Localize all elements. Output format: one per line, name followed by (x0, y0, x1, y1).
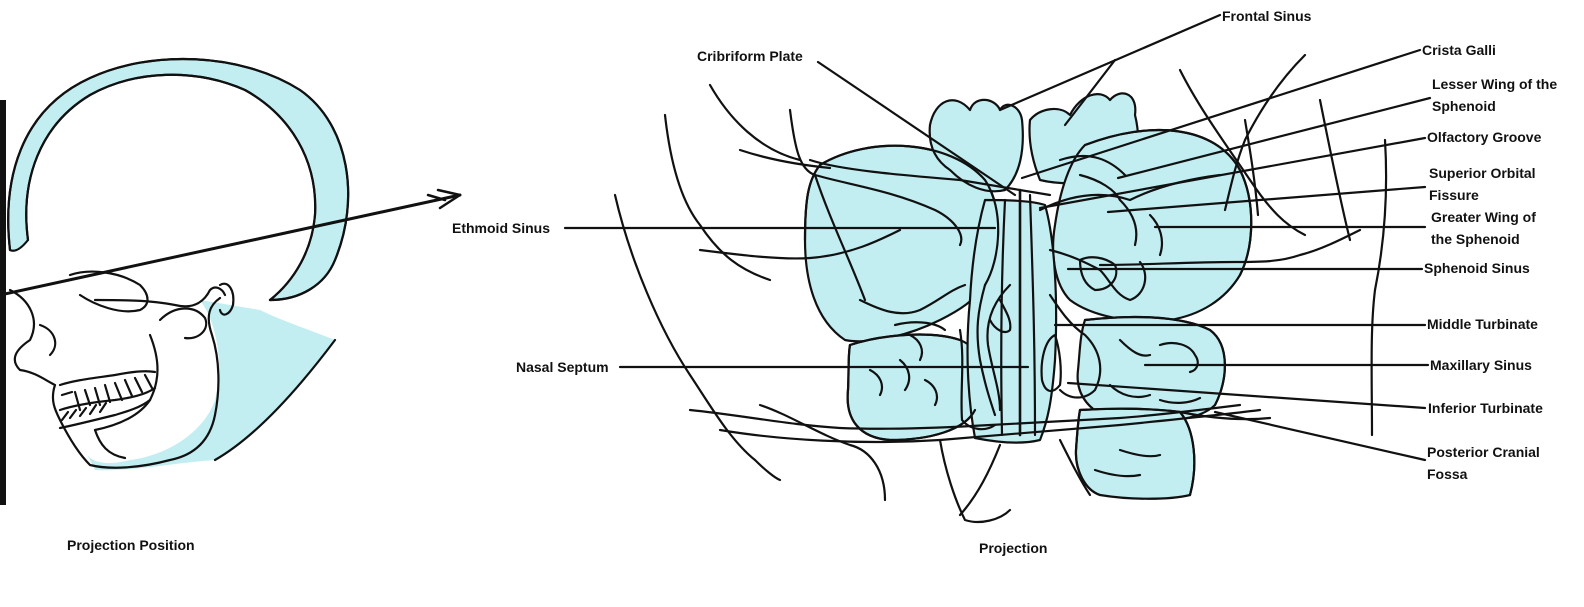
frontal-left-fill (928, 98, 1024, 193)
left-edge-bar (0, 100, 6, 505)
neck-fill (85, 300, 335, 471)
leader-olfactory-groove (1038, 136, 1427, 210)
label-posterior-fossa-1: Posterior Cranial (1427, 444, 1540, 460)
label-greater-wing-1: Greater Wing of (1431, 209, 1536, 225)
caption-projection: Projection (979, 540, 1048, 556)
label-inferior-turbinate: Inferior Turbinate (1428, 400, 1543, 416)
septum-fill (966, 198, 1058, 444)
skull-profile (0, 57, 462, 471)
leader-lines (563, 13, 1432, 462)
leader-crista-galli (1020, 48, 1422, 180)
projection-ray (0, 193, 462, 297)
label-superior-orbital-1: Superior Orbital (1429, 165, 1536, 181)
label-maxillary-sinus: Maxillary Sinus (1430, 357, 1532, 373)
label-lesser-wing-1: Lesser Wing of the (1432, 76, 1558, 92)
label-greater-wing-2: the Sphenoid (1431, 231, 1520, 247)
caption-projection-position: Projection Position (67, 537, 195, 553)
label-sphenoid-sinus: Sphenoid Sinus (1424, 260, 1530, 276)
skull-cap-band (7, 57, 350, 302)
label-cribriform-plate: Cribriform Plate (697, 48, 803, 64)
leader-superior-orbital (1106, 185, 1427, 214)
label-middle-turbinate: Middle Turbinate (1427, 316, 1538, 332)
leader-lesser-wing (1116, 96, 1432, 180)
label-superior-orbital-2: Fissure (1429, 187, 1479, 203)
label-frontal-sinus: Frontal Sinus (1222, 8, 1312, 24)
label-posterior-fossa-2: Fossa (1427, 466, 1468, 482)
label-olfactory-groove: Olfactory Groove (1427, 129, 1542, 145)
sinus-projection (563, 13, 1432, 524)
leader-frontal-sinus-2 (1063, 58, 1117, 127)
label-lesser-wing-2: Sphenoid (1432, 98, 1496, 114)
leader-inferior-turbinate (1066, 381, 1427, 410)
label-nasal-septum: Nasal Septum (516, 359, 609, 375)
leader-posterior-fossa (1213, 410, 1427, 462)
label-crista-galli: Crista Galli (1422, 42, 1496, 58)
leader-cribriform (816, 60, 1017, 197)
ray-arrowhead (426, 188, 462, 210)
label-ethmoid-sinus: Ethmoid Sinus (452, 220, 550, 236)
leader-frontal-sinus (998, 13, 1222, 112)
